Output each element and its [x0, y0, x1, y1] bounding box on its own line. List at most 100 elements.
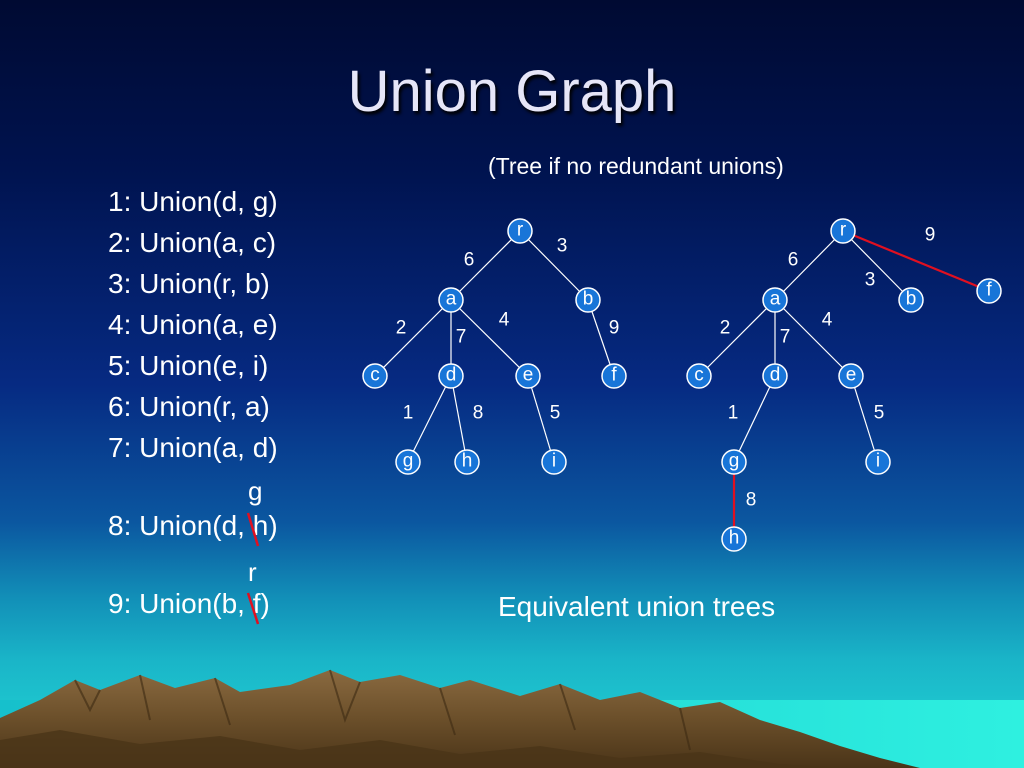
node-b: b: [898, 287, 924, 313]
node-i: i: [865, 449, 891, 475]
edge-d-g: [407, 375, 452, 463]
node-a: a: [438, 287, 464, 313]
node-label-r: r: [517, 220, 524, 241]
edge-weight-b-f: 9: [609, 318, 620, 339]
edge-weight-d-h: 8: [473, 403, 484, 424]
node-f: f: [601, 363, 627, 389]
node-c: c: [362, 363, 388, 389]
node-label-a: a: [770, 289, 781, 310]
node-circle-g: [395, 449, 421, 475]
node-label-f: f: [986, 280, 992, 301]
node-circle-c: [362, 363, 388, 389]
diagram-subtitle: (Tree if no redundant unions): [488, 153, 784, 179]
edge-a-e: [774, 299, 852, 377]
edge-e-i: [527, 375, 555, 463]
union-step-6: 6: Union(r, a): [108, 391, 270, 422]
edge-weight-g-h: 8: [746, 490, 757, 511]
node-b: b: [575, 287, 601, 313]
node-label-g: g: [403, 451, 414, 472]
edge-weight-e-i: 5: [550, 403, 561, 424]
edge-weight-d-g: 1: [403, 403, 414, 424]
edge-r-b: [842, 230, 912, 301]
union-step-5: 5: Union(e, i): [108, 350, 269, 381]
strike-mark-d: [246, 512, 260, 547]
node-label-b: b: [906, 289, 917, 310]
node-circle-a: [762, 287, 788, 313]
union-step-7: 7: Union(a, d): [108, 432, 278, 463]
node-circle-d: [762, 363, 788, 389]
node-label-g: g: [729, 451, 740, 472]
edge-r-b: [519, 230, 589, 301]
node-circle-g: [721, 449, 747, 475]
edge-weight-r-a: 6: [464, 250, 475, 271]
edge-weight-r-b: 3: [557, 236, 568, 257]
node-c: c: [686, 363, 712, 389]
node-circle-c: [686, 363, 712, 389]
strike-mark-b: [246, 592, 260, 625]
node-d: d: [762, 363, 788, 389]
node-circle-e: [515, 363, 541, 389]
edge-r-a: [450, 230, 521, 301]
node-circle-f: [976, 278, 1002, 304]
node-circle-r: [830, 218, 856, 244]
substitution-letter-r: r: [248, 557, 257, 587]
node-label-h: h: [462, 451, 473, 472]
edge-weight-a-c: 2: [720, 318, 731, 339]
node-circle-h: [721, 526, 747, 552]
edge-weight-a-e: 4: [822, 310, 833, 331]
slide-title: Union Graph: [347, 59, 677, 124]
union-operation-list: 1: Union(d, g) 2: Union(a, c) 3: Union(r…: [108, 184, 278, 627]
edge-a-e: [450, 299, 529, 377]
node-circle-a: [438, 287, 464, 313]
edge-weight-r-a: 6: [788, 250, 799, 271]
substitution-letter-g: g: [248, 476, 263, 506]
edge-r-a: [774, 230, 844, 301]
node-i: i: [541, 449, 567, 475]
edge-weight-a-d: 7: [456, 327, 467, 348]
edge-e-i: [850, 375, 879, 463]
union-step-1: 1: Union(d, g): [108, 186, 278, 217]
node-d: d: [438, 363, 464, 389]
union-step-3: 3: Union(r, b): [108, 268, 270, 299]
node-label-c: c: [370, 365, 380, 386]
node-label-h: h: [729, 528, 740, 549]
node-label-f: f: [611, 365, 617, 386]
node-e: e: [838, 363, 864, 389]
edge-weight-a-d: 7: [780, 327, 791, 348]
node-label-e: e: [523, 365, 534, 386]
node-label-c: c: [694, 365, 704, 386]
node-circle-d: [438, 363, 464, 389]
node-r: r: [507, 218, 533, 244]
node-h: h: [721, 526, 747, 552]
node-label-r: r: [840, 220, 847, 241]
node-label-b: b: [583, 289, 594, 310]
node-circle-b: [898, 287, 924, 313]
edge-weight-r-f: 9: [925, 225, 936, 246]
node-label-a: a: [446, 289, 457, 310]
edge-a-c: [698, 299, 776, 377]
node-circle-i: [541, 449, 567, 475]
node-g: g: [721, 449, 747, 475]
edge-b-f: [587, 299, 615, 377]
edge-r-f: [842, 229, 990, 293]
node-circle-h: [454, 449, 480, 475]
edge-a-c: [374, 299, 452, 377]
node-circle-i: [865, 449, 891, 475]
edge-weight-r-b: 3: [865, 270, 876, 291]
node-label-i: i: [876, 451, 880, 472]
node-circle-f: [601, 363, 627, 389]
node-h: h: [454, 449, 480, 475]
edge-weight-d-g: 1: [728, 403, 739, 424]
node-label-d: d: [770, 365, 781, 386]
union-tree-right: 6 3 9 2 7 4 1 5 8 r a b f c d e g i h: [686, 218, 1002, 552]
edge-weight-e-i: 5: [874, 403, 885, 424]
union-step-4: 4: Union(a, e): [108, 309, 278, 340]
node-f: f: [976, 278, 1002, 304]
union-step-9: 9: Union(b, f): [108, 588, 270, 619]
edge-d-g: [733, 375, 776, 463]
node-r: r: [830, 218, 856, 244]
